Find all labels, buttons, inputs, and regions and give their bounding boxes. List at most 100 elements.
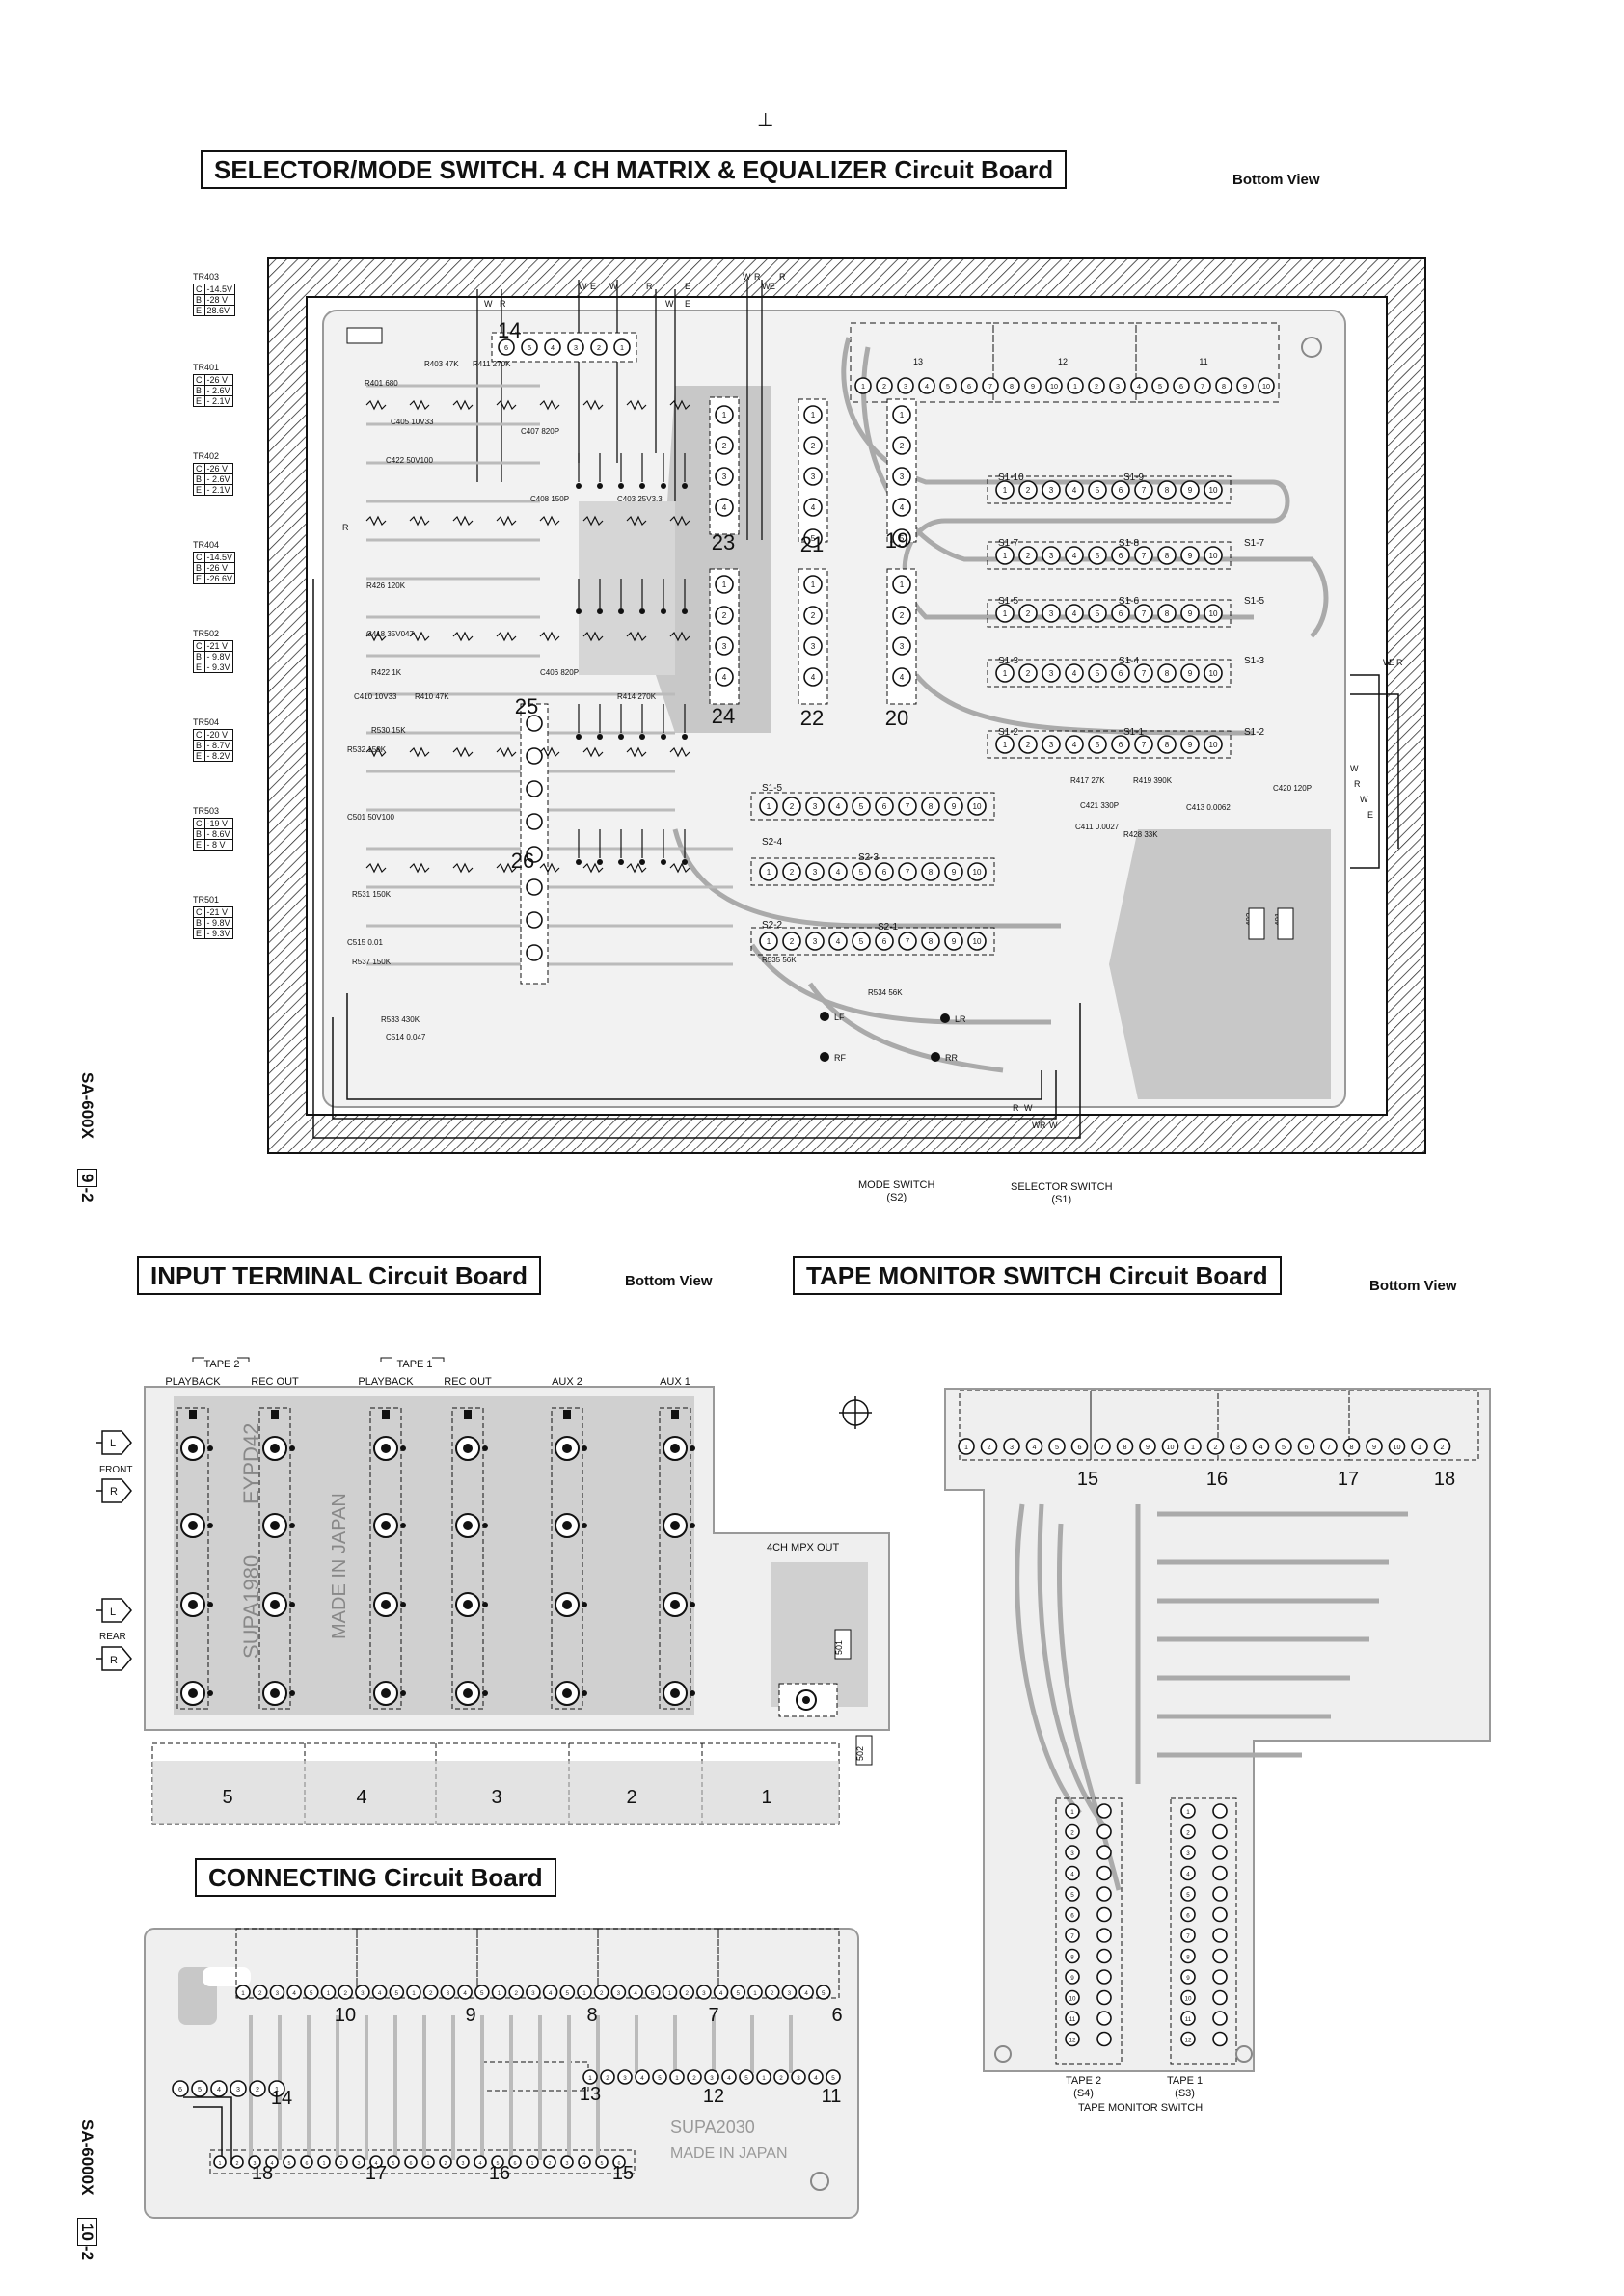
pin-number: 4 — [814, 2075, 818, 2082]
pin-number: 6 — [504, 343, 508, 352]
pin-pad — [759, 797, 778, 816]
pin-number: 12 — [1184, 2038, 1192, 2044]
resistor-symbol — [669, 515, 690, 527]
pin-number: 2 — [597, 343, 601, 352]
pin-number: 10 — [1050, 382, 1058, 391]
pin-pad — [798, 1985, 814, 2000]
solder-point — [690, 1523, 695, 1528]
wire-color-label: E — [685, 282, 690, 291]
pin-pad — [1180, 1948, 1196, 1964]
solder-point — [618, 608, 624, 614]
pin-pad — [803, 436, 823, 455]
pin-pad — [1065, 663, 1084, 683]
connector-number: 24 — [712, 704, 735, 728]
pin-pad — [1157, 480, 1177, 500]
solder-point — [931, 1052, 940, 1062]
jack-column-outline — [659, 1407, 691, 1710]
pin-number: 2 — [900, 611, 905, 620]
connecting-connector-number: 12 — [703, 2086, 724, 2107]
side-page-number-1: 9-2 — [77, 1169, 97, 1202]
pin-number: 2 — [779, 2075, 783, 2082]
terminal-group-number: 4 — [356, 1787, 366, 1808]
pin-number: 4 — [1072, 552, 1077, 560]
solder-point — [618, 734, 624, 740]
pin-number: 7 — [1327, 1443, 1331, 1451]
pin-pad — [1042, 480, 1061, 500]
connecting-connector-number: 9 — [465, 2005, 475, 2026]
pin-number: 1 — [1003, 552, 1008, 560]
pin-number: 5 — [528, 343, 531, 352]
pin-pad — [559, 1985, 576, 2000]
pin-number: 1 — [767, 802, 771, 811]
pin-pad — [578, 2155, 591, 2169]
pin-pad — [805, 862, 825, 881]
pin-pad — [335, 2155, 348, 2169]
component-label: C408 150P — [530, 495, 569, 503]
channel-side-label: FRONT — [99, 1465, 132, 1475]
pin-number: 5 — [1096, 486, 1100, 495]
switch-section-label: S2-4 — [762, 837, 783, 848]
pin-pad — [526, 780, 543, 797]
pin-pad — [1180, 1823, 1196, 1840]
pin-pad — [560, 2155, 574, 2169]
solder-point — [639, 859, 645, 865]
switch-section-label: S1-2 — [1244, 727, 1265, 738]
pin-pad — [1180, 663, 1200, 683]
pin-number: 6 — [882, 802, 887, 811]
pin-pad — [543, 2155, 556, 2169]
pin-number: 5 — [1055, 1443, 1059, 1451]
jack-symbol — [101, 1478, 132, 1503]
pin-number: 3 — [574, 343, 578, 352]
pin-pad — [1151, 377, 1169, 394]
solder-point — [482, 1690, 488, 1696]
wire-color-label: W — [762, 282, 771, 291]
pin-number: 2 — [340, 2161, 343, 2167]
pin-pad — [1180, 1989, 1196, 2006]
board-id: 502 — [855, 1746, 865, 1761]
pin-pad — [582, 2069, 598, 2085]
switch-section-label: S2-2 — [762, 920, 783, 931]
pin-number: 2 — [258, 1990, 262, 1997]
pin-pad — [508, 1985, 525, 2000]
pin-pad — [526, 715, 543, 732]
tr-cell: - 9.3V — [203, 928, 233, 939]
pin-pad — [593, 1985, 609, 2000]
pin-number: 5 — [601, 2161, 604, 2167]
pin-number: 7 — [988, 382, 992, 391]
pin-pad — [1042, 546, 1061, 565]
pin-number: 3 — [1116, 382, 1120, 391]
pin-number: 8 — [1165, 486, 1170, 495]
pin-number: 5 — [1096, 609, 1100, 618]
pin-number: 1 — [241, 1990, 245, 1997]
pin-pad — [1065, 480, 1084, 500]
pin-pad — [1180, 1886, 1196, 1902]
pin-pad — [1018, 604, 1038, 623]
pin-number: 3 — [1186, 1850, 1190, 1857]
ground-plane — [1109, 829, 1331, 1099]
pin-pad — [1088, 735, 1107, 754]
pin-pad — [628, 1985, 643, 2000]
jack-column-label: AUX 2 — [552, 1376, 582, 1388]
pin-number: 3 — [566, 2161, 569, 2167]
pin-pad — [995, 604, 1015, 623]
ground-tab — [563, 1410, 571, 1419]
pin-pad — [1206, 1438, 1225, 1455]
component-label: R422 1K — [371, 668, 402, 677]
component-label: R419 390K — [1133, 776, 1173, 785]
pin-number: 2 — [445, 2161, 447, 2167]
switch-section-label: S1-7 — [998, 538, 1019, 549]
pin-pad — [644, 1985, 661, 2000]
pin-pad — [1096, 1906, 1112, 1923]
pin-pad — [249, 2080, 266, 2097]
pin-pad — [406, 1985, 421, 2000]
pin-pad — [892, 606, 911, 625]
pin-pad — [389, 1985, 405, 2000]
pin-pad — [491, 1985, 507, 2000]
pin-number: 2 — [685, 1990, 689, 1997]
resistor-symbol — [582, 862, 604, 874]
pin-pad — [1157, 604, 1177, 623]
pin-number: 5 — [822, 1990, 826, 1997]
pin-number: 6 — [1119, 609, 1123, 618]
